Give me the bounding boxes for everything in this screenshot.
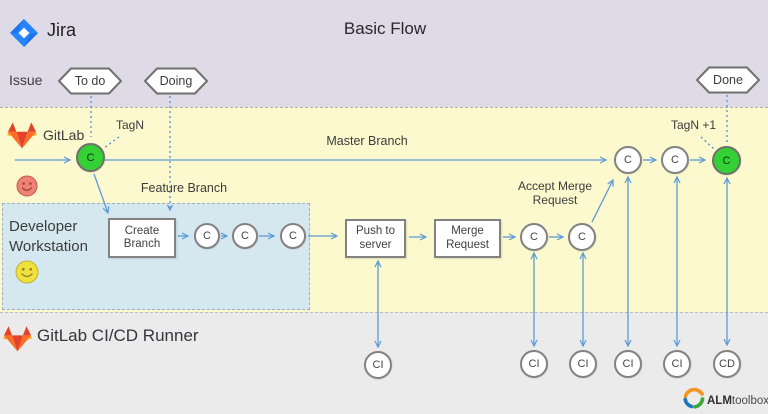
merge-request-box: Merge Request [434,219,501,258]
push-line2: server [359,238,392,251]
almtoolbox-logo: ALMtoolbox [682,386,768,414]
create-branch-box: Create Branch [108,218,176,258]
accept-merge-line1: Accept Merge [517,179,593,193]
jira-label: Jira [47,20,77,40]
ci-node: CI [364,351,392,379]
ci-node: CI [520,350,548,378]
commit-node-tagged-final: C [712,146,741,175]
commit-node-tagged: C [76,143,105,172]
status-done-label: Done [713,73,743,87]
tagn-label: TagN [116,118,145,132]
ci-node: CI [663,350,691,378]
gitlab-runner-logo-icon [3,325,32,352]
developer-workstation-line1: Developer [9,218,78,235]
cd-node: CD [713,350,741,378]
almtoolbox-swirl-icon [682,386,706,414]
accept-merge-line2: Request [532,193,578,207]
gitlab-cicd-runner-label: GitLab CI/CD Runner [37,326,199,345]
create-branch-line1: Create [124,224,160,237]
accept-merge-request-label: Accept Merge Request [513,179,597,207]
merge-line1: Merge [451,225,484,237]
diagram-title: Basic Flow [343,19,427,38]
developer-workstation-line2: Workstation [9,238,88,255]
status-done: Done [696,66,760,94]
issue-label: Issue [9,72,43,88]
master-branch-label: Master Branch [326,134,408,148]
gitlab-logo-icon [7,121,37,149]
push-to-server-box: Push to server [345,219,406,258]
status-todo: To do [58,67,122,95]
feature-branch-label: Feature Branch [140,181,228,195]
merge-line2: Request [446,238,489,251]
status-todo-label: To do [74,74,106,88]
brand-bold: ALM [707,394,732,407]
jira-swimlane [0,0,768,107]
status-doing: Doing [144,67,208,95]
status-doing-label: Doing [159,74,193,88]
tagn-plus1-label: TagN +1 [671,118,717,132]
red-smiley-icon [16,175,38,202]
commit-node-master: C [614,146,642,174]
push-line1: Push to [356,225,395,237]
commit-node-master: C [661,146,689,174]
gitlab-label: GitLab [43,127,85,143]
yellow-smiley-icon [15,260,39,289]
developer-workstation-label: Developer Workstation [9,217,119,257]
ci-node: CI [614,350,642,378]
commit-node: C [194,223,220,249]
brand-rest: toolbox [731,394,768,407]
commit-node: C [520,223,548,251]
jira-logo-icon [8,17,40,49]
commit-node: C [280,223,306,249]
commit-node: C [568,223,596,251]
ci-node: CI [569,350,597,378]
create-branch-line2: Branch [123,238,161,250]
commit-node: C [232,223,258,249]
